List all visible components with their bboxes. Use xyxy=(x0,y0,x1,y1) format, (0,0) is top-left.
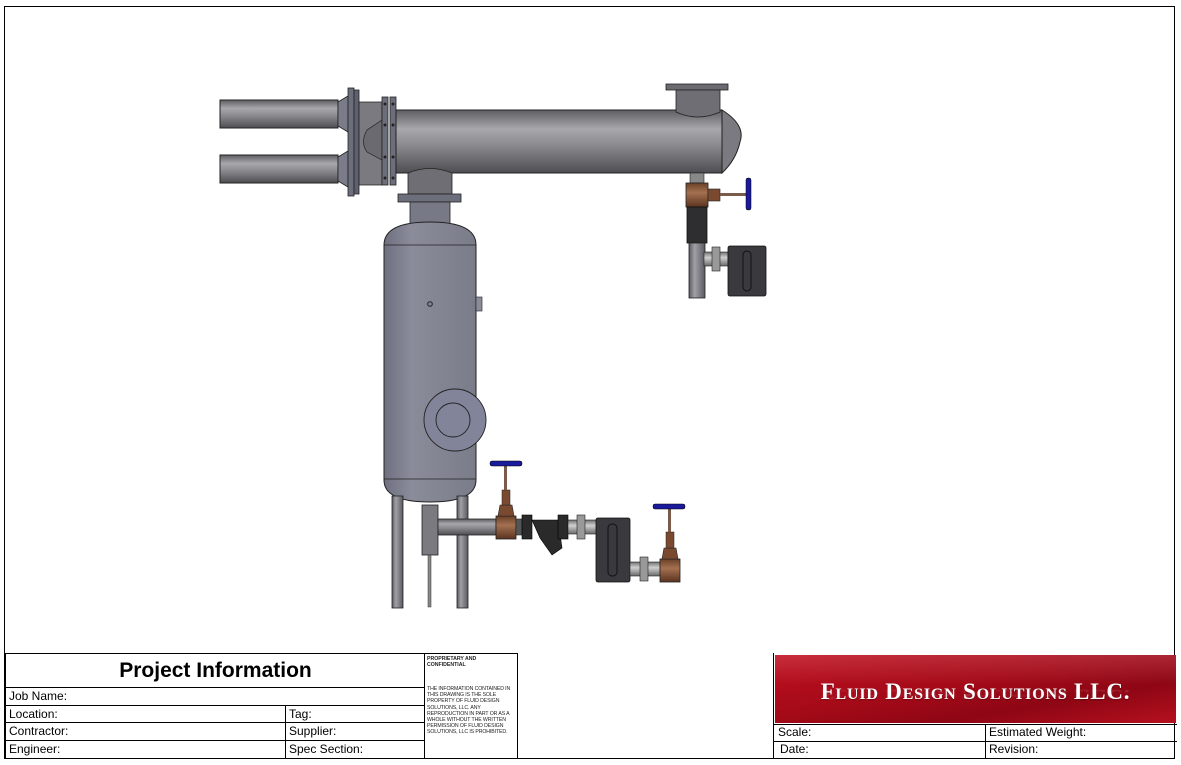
row-location-tag: Location: Tag: xyxy=(6,705,425,723)
divider xyxy=(985,742,986,758)
row-engineer-spec: Engineer: Spec Section: xyxy=(6,740,425,758)
equipment-drawing xyxy=(219,83,767,609)
steam-trap-bottom xyxy=(595,517,631,583)
divider xyxy=(285,740,286,758)
steam-trap-right xyxy=(727,245,767,297)
contractor-label: Contractor: xyxy=(9,724,69,738)
y-strainer xyxy=(521,514,569,556)
inlet-pipe-upper xyxy=(219,95,349,133)
scale-label: Scale: xyxy=(778,725,812,739)
confidential-heading: PROPRIETARY AND CONFIDENTIAL xyxy=(427,656,477,669)
horizontal-header xyxy=(395,109,742,175)
revision-label: Revision: xyxy=(989,742,1039,756)
globe-valve-right xyxy=(685,177,752,211)
supplier-label: Supplier: xyxy=(289,724,337,738)
project-info-title: Project Information xyxy=(6,654,425,688)
date-label: Date: xyxy=(780,742,809,756)
job-name-label: Job Name: xyxy=(9,689,68,703)
logo-sheen xyxy=(775,655,1176,685)
divider xyxy=(985,725,986,741)
engineer-label: Engineer: xyxy=(9,741,61,756)
tag-label: Tag: xyxy=(289,706,312,721)
company-logo: Fluid Design Solutions LLC. Fluid Design… xyxy=(775,655,1176,723)
row-job-name: Job Name: xyxy=(6,688,425,706)
gate-valve-bottom-right xyxy=(652,503,686,583)
gate-valve-bottom-left xyxy=(489,460,523,540)
top-outlet-nozzle xyxy=(665,83,729,118)
company-name: Fluid Design Solutions LLC. xyxy=(820,679,1131,704)
confidential-body: THE INFORMATION CONTAINED IN THIS DRAWIN… xyxy=(427,686,511,736)
location-label: Location: xyxy=(9,706,58,721)
company-title-block: Fluid Design Solutions LLC. Fluid Design… xyxy=(773,653,1177,759)
spec-section-label: Spec Section: xyxy=(289,741,364,756)
row-contractor-supplier: Contractor: Supplier: xyxy=(6,723,425,741)
row-date-revision: Date: Revision: xyxy=(774,741,1177,758)
project-info-block: Project Information Job Name: Location: … xyxy=(5,653,425,759)
estimated-weight-label: Estimated Weight: xyxy=(989,725,1087,739)
company-name-reflection: Fluid Design Solutions LLC. xyxy=(820,687,1131,702)
sheet-border xyxy=(4,6,1175,759)
confidential-notice: PROPRIETARY AND CONFIDENTIAL THE INFORMA… xyxy=(424,653,518,759)
row-scale-weight: Scale: Estimated Weight: xyxy=(774,724,1177,741)
inlet-pipe-lower xyxy=(219,150,349,188)
divider xyxy=(285,723,286,740)
divider xyxy=(285,705,286,722)
separator-vessel xyxy=(383,221,487,503)
